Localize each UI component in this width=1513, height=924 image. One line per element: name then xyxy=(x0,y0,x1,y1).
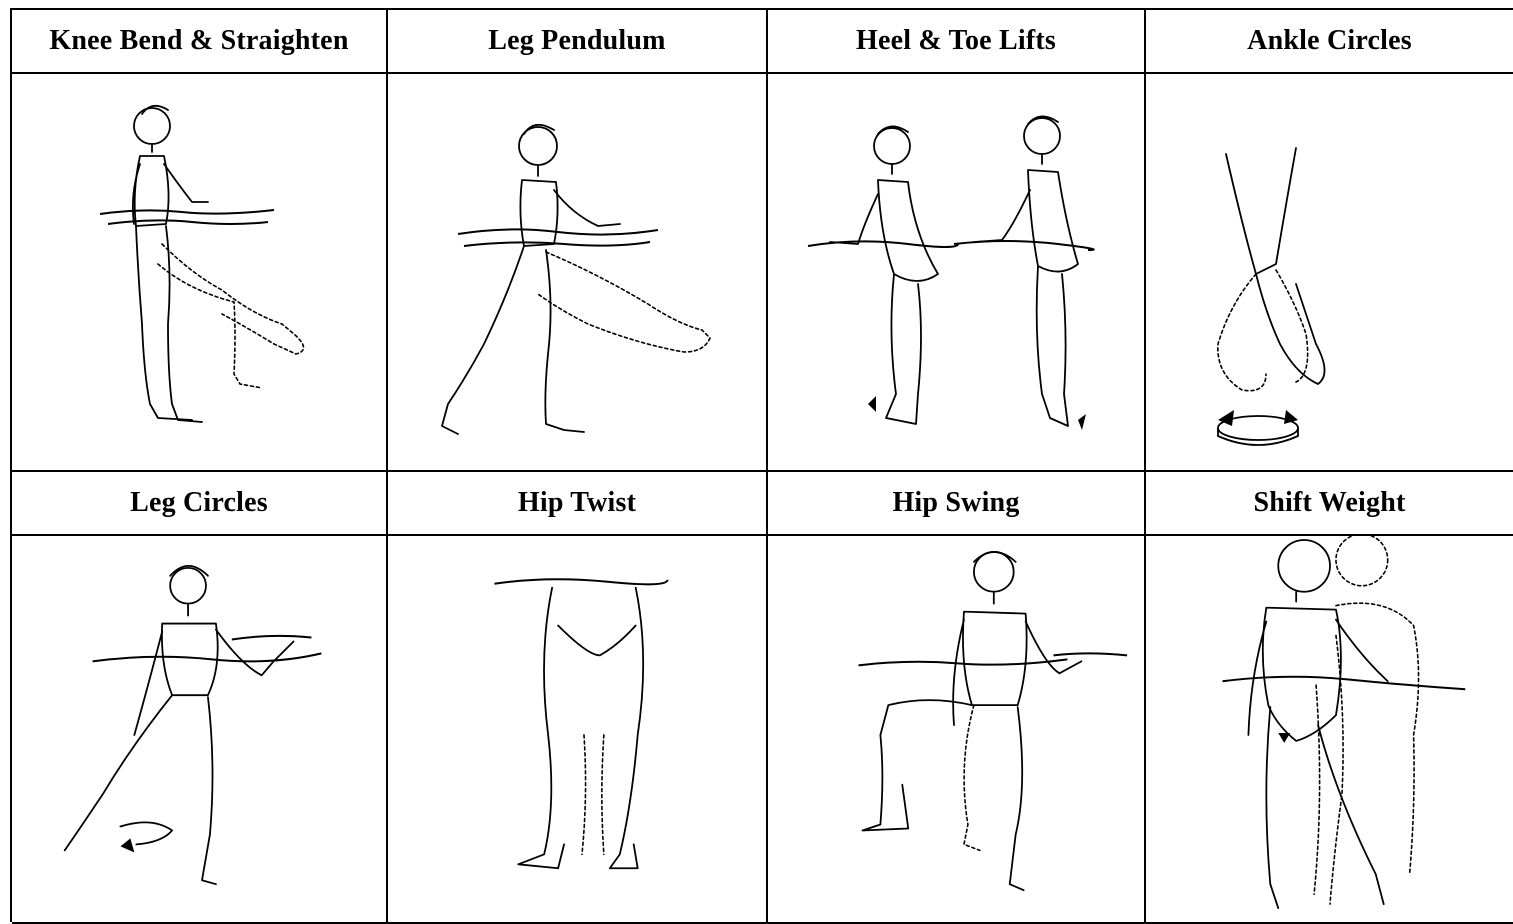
heel-toe-figure xyxy=(768,74,1144,470)
exercise-title: Hip Swing xyxy=(768,472,1144,536)
ankle-circles-figure xyxy=(1146,74,1513,470)
exercise-card-leg-circles: Leg Circles xyxy=(12,472,388,924)
exercise-title: Heel & Toe Lifts xyxy=(768,10,1144,74)
exercise-card-leg-pendulum: Leg Pendulum xyxy=(388,10,768,472)
leg-pendulum-figure xyxy=(388,74,766,470)
exercise-grid: Knee Bend & Straighten Leg Pendulum xyxy=(10,8,1513,922)
exercise-card-heel-toe-lifts: Heel & Toe Lifts xyxy=(768,10,1146,472)
exercise-title: Shift Weight xyxy=(1146,472,1513,536)
exercise-card-hip-swing: Hip Swing xyxy=(768,472,1146,924)
exercise-card-hip-twist: Hip Twist xyxy=(388,472,768,924)
exercise-title: Leg Pendulum xyxy=(388,10,766,74)
shift-weight-figure xyxy=(1146,536,1513,922)
hip-swing-figure xyxy=(768,536,1144,922)
exercise-title: Hip Twist xyxy=(388,472,766,536)
leg-circles-figure xyxy=(12,536,386,922)
hip-twist-figure xyxy=(388,536,766,922)
exercise-card-ankle-circles: Ankle Circles xyxy=(1146,10,1513,472)
exercise-card-shift-weight: Shift Weight xyxy=(1146,472,1513,924)
knee-bend-figure xyxy=(12,74,386,470)
exercise-title: Leg Circles xyxy=(12,472,386,536)
exercise-title: Ankle Circles xyxy=(1146,10,1513,74)
exercise-title: Knee Bend & Straighten xyxy=(12,10,386,74)
exercise-card-knee-bend: Knee Bend & Straighten xyxy=(12,10,388,472)
